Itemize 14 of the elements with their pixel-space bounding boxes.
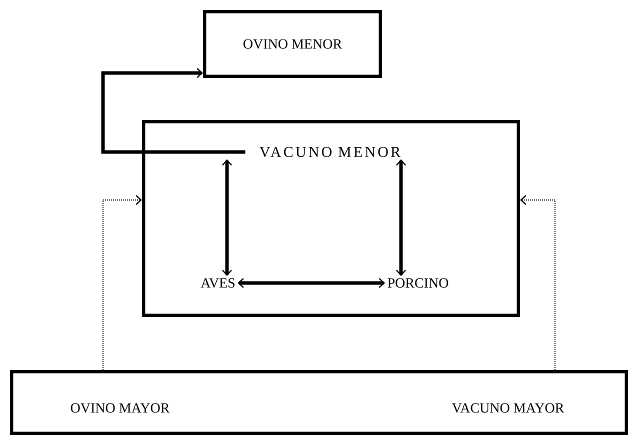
arrow xyxy=(102,195,142,370)
arrow xyxy=(222,159,232,276)
arrow xyxy=(238,278,386,288)
node-label: AVES xyxy=(200,278,235,288)
node-label: OVINO MAYOR xyxy=(70,403,170,413)
group-box xyxy=(10,370,628,435)
arrow xyxy=(520,195,556,370)
node-label: PORCINO xyxy=(388,278,448,288)
labeled-box: OVINO MENOR xyxy=(203,10,382,78)
node-label: VACUNO MAYOR xyxy=(452,403,564,413)
arrow xyxy=(396,159,406,276)
arrow xyxy=(101,68,246,154)
group-box xyxy=(142,120,520,317)
node-label: VACUNO MENOR xyxy=(260,146,401,158)
